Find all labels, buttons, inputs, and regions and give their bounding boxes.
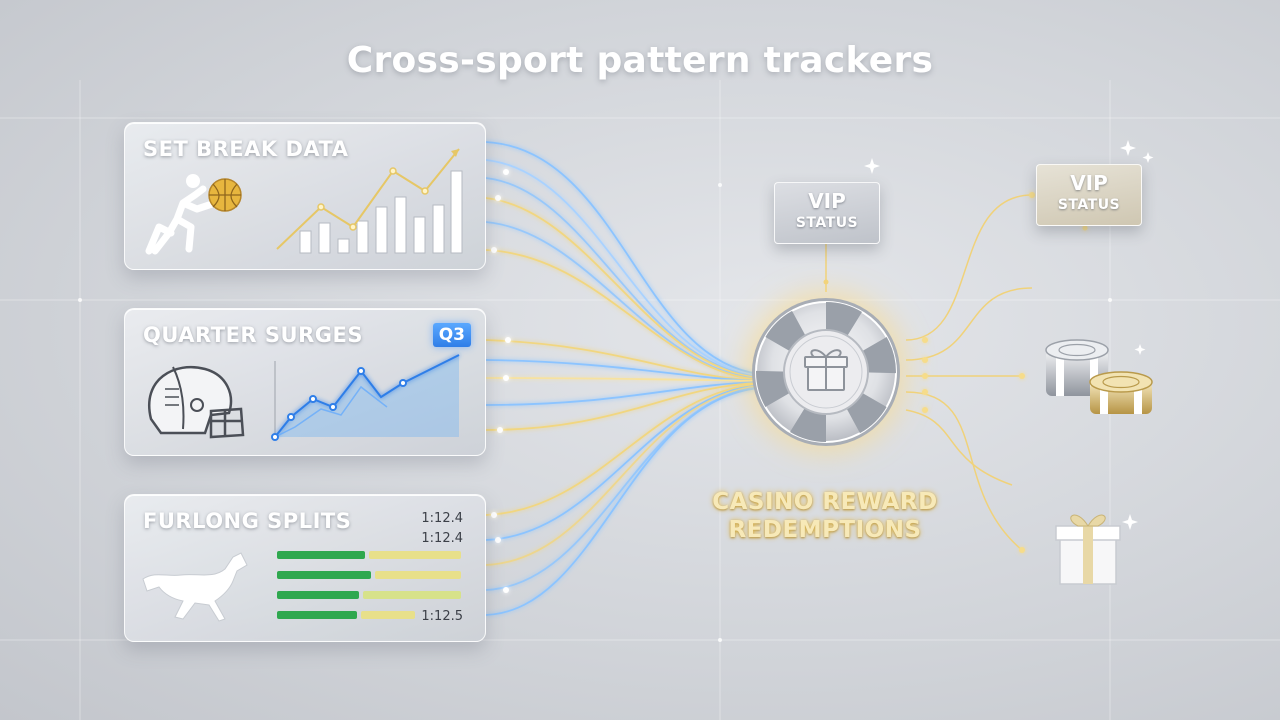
sparkle-icons <box>864 140 1154 530</box>
horse-icon <box>142 552 248 622</box>
tracker-card-set-break: SET BREAK DATA <box>124 122 486 270</box>
vip-status-card-right: VIP STATUS <box>1036 164 1142 226</box>
tracker-title: FURLONG SPLITS <box>143 509 352 533</box>
vip-status-card-left: VIP STATUS <box>774 182 880 244</box>
hub-label-line2: REDEMPTIONS <box>728 517 922 543</box>
quarter-surges-chart <box>148 354 460 441</box>
vip-status-label: STATUS <box>1057 197 1121 213</box>
hub-label: CASINO REWARD REDEMPTIONS <box>690 488 960 544</box>
set-break-chart <box>145 148 463 255</box>
split-time-1: 1:12.4 <box>421 511 463 526</box>
hub-label-line1: CASINO REWARD <box>712 489 938 515</box>
tracker-card-furlong-splits: FURLONG SPLITS 1:12.4 1:12.4 1:12.5 <box>124 494 486 642</box>
split-time-2: 1:12.4 <box>421 531 463 546</box>
gift-box-icon <box>1055 514 1121 585</box>
football-helmet-icon <box>148 365 245 439</box>
basketball-player-icon <box>145 174 242 255</box>
hub-chip-icon <box>752 298 900 446</box>
casino-chips-icon <box>1045 339 1153 414</box>
split-time-3: 1:12.5 <box>421 609 463 624</box>
vip-status-label: STATUS <box>795 215 859 231</box>
vip-label: VIP <box>808 189 846 213</box>
tracker-title: QUARTER SURGES <box>143 323 363 347</box>
page-title: Cross-sport pattern trackers <box>346 40 934 81</box>
tracker-title: SET BREAK DATA <box>143 137 349 161</box>
quarter-badge: Q3 <box>432 323 471 347</box>
vip-label: VIP <box>1070 171 1108 195</box>
tracker-card-quarter-surges: QUARTER SURGES Q3 <box>124 308 486 456</box>
furlong-splits-chart <box>142 551 461 622</box>
